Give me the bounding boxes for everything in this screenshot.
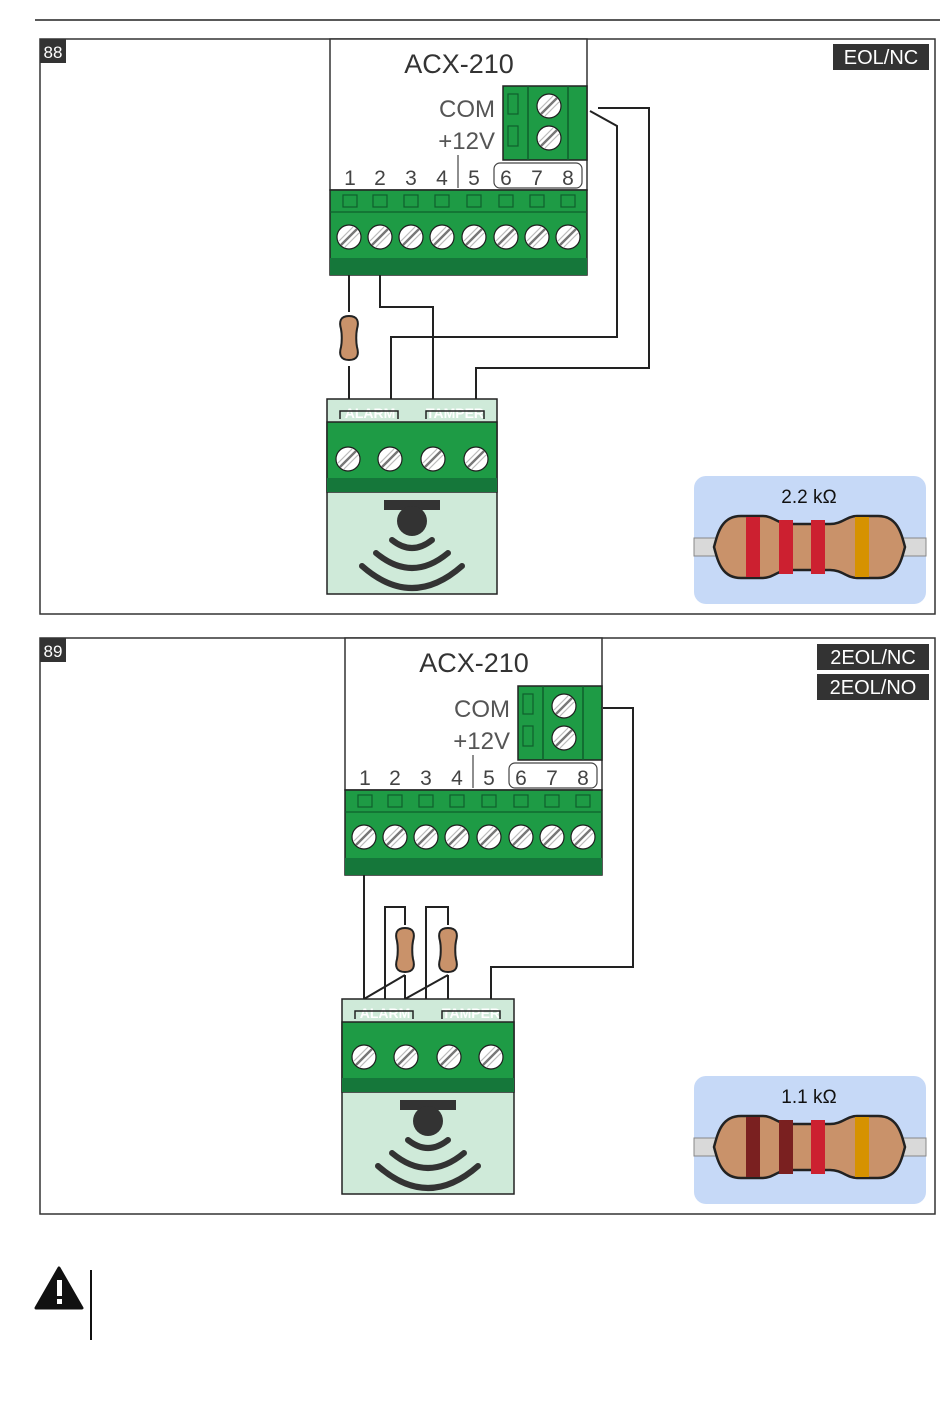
terminal-number: 5: [468, 167, 480, 190]
terminal-number: 7: [531, 167, 543, 190]
acx-210-module: ACX-210 COM +12V 1 2 3 4 5 6 7 8: [345, 638, 602, 875]
resistor-band: [779, 520, 793, 574]
terminal-number: 8: [562, 167, 574, 190]
screw-icon: [537, 94, 561, 118]
resistor-value: 2.2 kΩ: [781, 487, 836, 508]
figure-number: 88: [44, 43, 63, 62]
terminal-number: 6: [500, 167, 512, 190]
module-title: ACX-210: [419, 648, 529, 678]
mode-badge-label: EOL/NC: [844, 47, 918, 69]
terminal-number: 8: [577, 767, 589, 790]
resistor-legend: 1.1 kΩ: [694, 1076, 926, 1204]
resistor-band: [746, 517, 760, 577]
terminal-number: 2: [389, 767, 401, 790]
terminal-number: 7: [546, 767, 558, 790]
acx-210-module: ACX-210 COM +12V 1 2 3 4 5 6 7 8: [330, 39, 587, 275]
tamper-label: TAMPER: [442, 1005, 500, 1021]
terminal-number: 4: [436, 167, 448, 190]
alarm-label: ALARM: [345, 405, 396, 421]
alarm-label: ALARM: [360, 1005, 411, 1021]
resistor-band: [855, 1117, 869, 1177]
terminal-number: 5: [483, 767, 495, 790]
resistor-legend: 2.2 kΩ: [694, 476, 926, 604]
figure-88: 88 EOL/NC ACX-210 COM +12V 1 2 3 4 5 6: [40, 39, 935, 614]
terminal-number: 6: [515, 767, 527, 790]
terminal-number: 2: [374, 167, 386, 190]
detector: ALARM TAMPER: [327, 399, 497, 594]
screw-icon: [552, 694, 576, 718]
v12-label: +12V: [453, 728, 510, 755]
resistor-band: [855, 517, 869, 577]
terminal-number: 1: [359, 767, 371, 790]
terminal-number: 4: [451, 767, 463, 790]
tamper-label: TAMPER: [426, 405, 484, 421]
resistor-value: 1.1 kΩ: [781, 1087, 836, 1108]
com-label: COM: [439, 96, 495, 123]
mode-badge-label: 2EOL/NC: [830, 647, 916, 669]
v12-label: +12V: [438, 128, 495, 155]
module-title: ACX-210: [404, 49, 514, 79]
detector: ALARM TAMPER: [342, 999, 514, 1194]
resistor-band: [779, 1120, 793, 1174]
figure-number: 89: [44, 642, 63, 661]
com-label: COM: [454, 696, 510, 723]
resistor-band: [811, 1120, 825, 1174]
figure-89: 89 2EOL/NC 2EOL/NO ACX-210 COM +12V 1 2 …: [40, 638, 935, 1214]
resistor-band: [746, 1117, 760, 1177]
resistor-band: [811, 520, 825, 574]
terminal-number: 3: [420, 767, 432, 790]
screw-icon: [537, 126, 561, 150]
warning-note: [36, 1268, 91, 1340]
mode-badge-label: 2EOL/NO: [830, 677, 917, 699]
terminal-number: 1: [344, 167, 356, 190]
screw-icon: [552, 726, 576, 750]
warning-triangle-icon: [36, 1268, 82, 1308]
terminal-number: 3: [405, 167, 417, 190]
eol-resistor: [340, 316, 358, 360]
